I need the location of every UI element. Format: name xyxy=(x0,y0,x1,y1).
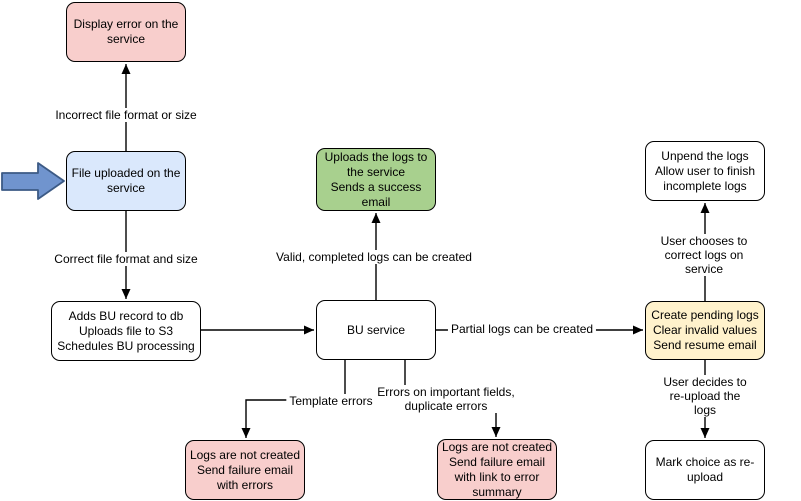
node-failure-field-errors: Logs are not created Send failure email … xyxy=(437,439,557,500)
node-adds-bu-record: Adds BU record to db Uploads file to S3 … xyxy=(51,301,201,361)
node-create-pending-logs: Create pending logs Clear invalid values… xyxy=(645,301,765,360)
edge-label-partial-logs: Partial logs can be created xyxy=(447,322,597,336)
node-create-pending-logs-label: Create pending logs Clear invalid values… xyxy=(651,308,759,352)
node-uploads-logs-success: Uploads the logs to the service Sends a … xyxy=(316,148,436,211)
node-unpend-logs-label: Unpend the logs Allow user to finish inc… xyxy=(654,148,756,193)
node-bu-service-label: BU service xyxy=(346,322,405,337)
node-mark-reupload-label: Mark choice as re- upload xyxy=(655,455,755,484)
edge-label-user-reuploads: User decides to re-upload the logs xyxy=(657,375,753,417)
node-failure-template-errors-label: Logs are not created Send failure email … xyxy=(189,447,301,492)
node-mark-reupload: Mark choice as re- upload xyxy=(645,440,765,500)
node-adds-bu-record-label: Adds BU record to db Uploads file to S3 … xyxy=(57,308,195,353)
edge-label-user-corrects-on-service: User chooses to correct logs on service xyxy=(655,234,753,276)
node-unpend-logs: Unpend the logs Allow user to finish inc… xyxy=(645,141,765,201)
edge-label-valid-completed-logs: Valid, completed logs can be created xyxy=(273,250,475,264)
edge-label-incorrect-format: Incorrect file format or size xyxy=(52,108,200,122)
node-file-uploaded-label: File uploaded on the service xyxy=(71,166,181,195)
node-bu-service: BU service xyxy=(316,300,436,360)
edge-label-important-field-errors: Errors on important fields, duplicate er… xyxy=(374,385,518,413)
node-failure-template-errors: Logs are not created Send failure email … xyxy=(185,440,305,500)
node-display-error-label: Display error on the service xyxy=(73,17,179,46)
node-display-error: Display error on the service xyxy=(66,2,186,62)
node-failure-field-errors-label: Logs are not created Send failure email … xyxy=(441,439,553,499)
entry-pointer-arrow-icon xyxy=(1,162,65,200)
node-file-uploaded: File uploaded on the service xyxy=(66,151,186,211)
edge-label-correct-format: Correct file format and size xyxy=(51,252,201,266)
node-uploads-logs-success-label: Uploads the logs to the service Sends a … xyxy=(324,149,428,209)
edge-label-template-errors: Template errors xyxy=(286,394,376,408)
